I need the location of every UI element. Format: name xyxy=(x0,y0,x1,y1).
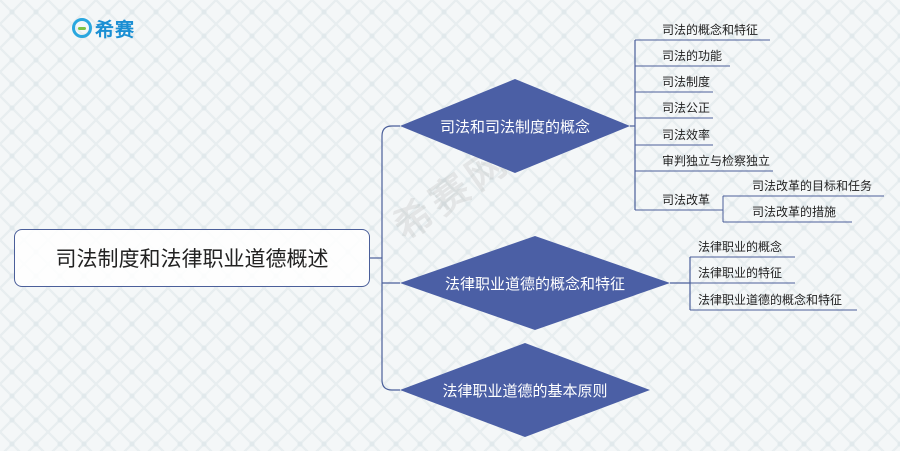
logo-icon xyxy=(72,18,92,38)
branch-label: 法律职业道德的基本原则 xyxy=(442,381,608,400)
leaf-node[interactable]: 司法的概念和特征 xyxy=(662,23,759,37)
branch-node-1[interactable]: 司法和司法制度的概念 xyxy=(400,79,630,173)
leaf-node[interactable]: 司法制度 xyxy=(662,75,711,89)
leaf-node-reform[interactable]: 司法改革 xyxy=(662,193,711,207)
logo: 希赛 xyxy=(72,14,135,42)
leaf-node[interactable]: 司法公正 xyxy=(662,101,711,115)
leaf-node[interactable]: 法律职业道德的概念和特征 xyxy=(698,293,843,307)
leaf-node[interactable]: 司法改革的目标和任务 xyxy=(752,179,873,193)
root-node[interactable]: 司法制度和法律职业道德概述 xyxy=(14,229,370,287)
leaf-node[interactable]: 法律职业的概念 xyxy=(698,240,783,254)
leaf-node[interactable]: 司法的功能 xyxy=(662,49,723,63)
leaf-node[interactable]: 审判独立与检察独立 xyxy=(662,154,771,168)
branch-label: 法律职业道德的概念和特征 xyxy=(444,274,625,293)
logo-text: 希赛 xyxy=(95,18,136,41)
branch-label: 司法和司法制度的概念 xyxy=(439,117,590,136)
leaf-node[interactable]: 司法效率 xyxy=(662,128,711,142)
branch-node-2[interactable]: 法律职业道德的概念和特征 xyxy=(400,236,670,330)
leaf-node[interactable]: 司法改革的措施 xyxy=(752,205,837,219)
leaf-node[interactable]: 法律职业的特征 xyxy=(698,266,783,280)
branch-node-3[interactable]: 法律职业道德的基本原则 xyxy=(400,343,650,437)
